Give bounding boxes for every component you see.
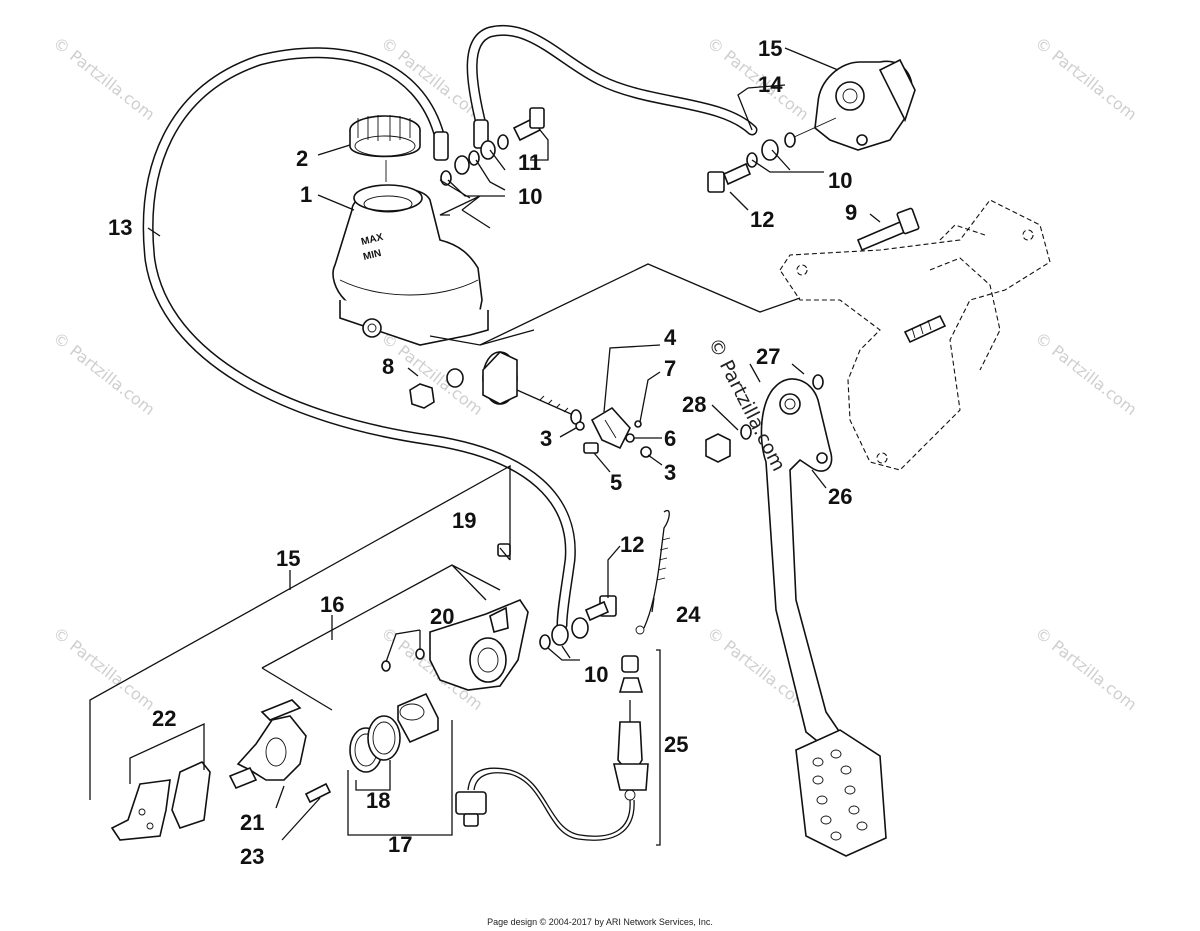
banjo-bolt-11 [512, 107, 545, 142]
callout-23: 23 [240, 844, 264, 869]
callout-16: 16 [320, 592, 344, 617]
callout-26: 26 [828, 484, 852, 509]
return-spring-24 [635, 509, 671, 635]
watermark: © Partzilla.com [50, 328, 159, 419]
callout-12b: 12 [620, 532, 644, 557]
callout-14: 14 [758, 72, 783, 97]
callout-21: 21 [240, 810, 264, 835]
callout-10c: 10 [584, 662, 608, 687]
caliper-bracket-21 [228, 699, 307, 790]
brake-switch-25 [455, 655, 649, 841]
callout-28: 28 [682, 392, 706, 417]
callout-24: 24 [676, 602, 701, 627]
brake-pedal [760, 378, 847, 749]
callout-9: 9 [845, 200, 857, 225]
callout-17: 17 [388, 832, 412, 857]
brake-caliper-upper [814, 58, 916, 151]
callout-15a: 15 [758, 36, 782, 61]
callout-10a: 10 [518, 184, 542, 209]
callout-18: 18 [366, 788, 390, 813]
washer-3 [575, 421, 585, 431]
reservoir-cap [349, 115, 421, 158]
flange-nut-8 [409, 383, 435, 409]
caliper-body-16 [429, 599, 529, 691]
callout-1: 1 [300, 182, 312, 207]
pedal-bracket [779, 199, 1051, 471]
callout-5: 5 [610, 470, 622, 495]
callout-13: 13 [108, 215, 132, 240]
callout-22: 22 [152, 706, 176, 731]
watermark: © Partzilla.com [1032, 623, 1141, 714]
callout-27: 27 [756, 344, 780, 369]
bolt-23 [304, 782, 332, 804]
callout-6: 6 [664, 426, 676, 451]
watermark: © Partzilla.com [50, 623, 159, 714]
callout-7: 7 [664, 356, 676, 381]
washer-3b [640, 446, 652, 458]
bushing-28 [705, 433, 731, 463]
callout-15b: 15 [276, 546, 300, 571]
cotter-pin-7 [634, 420, 642, 428]
callout-10b: 10 [828, 168, 852, 193]
brake-hose-14 [466, 24, 758, 136]
banjo-fitting-upper [433, 119, 509, 186]
piston-17 [397, 692, 439, 744]
page-footer: Page design © 2004-2017 by ARI Network S… [487, 917, 713, 927]
callout-25: 25 [664, 732, 688, 757]
callout-19: 19 [452, 508, 476, 533]
pin-5 [583, 442, 599, 454]
callout-labels: 1 2 3 3 4 5 6 7 8 9 10 10 10 11 12 12 13… [108, 36, 857, 869]
callout-3b: 3 [664, 460, 676, 485]
leader-lines [89, 47, 881, 846]
callout-3a: 3 [540, 426, 552, 451]
reservoir-min-label: MIN [362, 248, 382, 263]
master-cylinder-reservoir: MAX MIN [332, 184, 489, 346]
reservoir-max-label: MAX [360, 232, 385, 248]
callout-2: 2 [296, 146, 308, 171]
watermark: © Partzilla.com [1032, 33, 1141, 124]
callout-11: 11 [518, 150, 541, 175]
pivot-bolt-9 [856, 207, 920, 252]
watermark: © Partzilla.com [50, 33, 159, 124]
watermark: © Partzilla.com [1032, 328, 1141, 419]
master-cylinder-boot [446, 351, 518, 405]
callout-8: 8 [382, 354, 394, 379]
callout-4: 4 [664, 325, 677, 350]
brake-hose-13 [142, 47, 576, 631]
seal-18 [349, 715, 401, 773]
callout-20: 20 [430, 604, 454, 629]
callout-12a: 12 [750, 207, 774, 232]
banjo-bolt-12-upper [707, 162, 752, 193]
pin-6 [625, 433, 635, 443]
bleeder-19 [497, 543, 511, 557]
switch-adjuster [903, 314, 947, 344]
banjo-bolt-12-lower [584, 595, 617, 622]
pedal-pad [795, 729, 887, 857]
clevis-4 [590, 406, 631, 450]
pushrod [516, 389, 582, 425]
brake-pads-22 [110, 761, 211, 841]
